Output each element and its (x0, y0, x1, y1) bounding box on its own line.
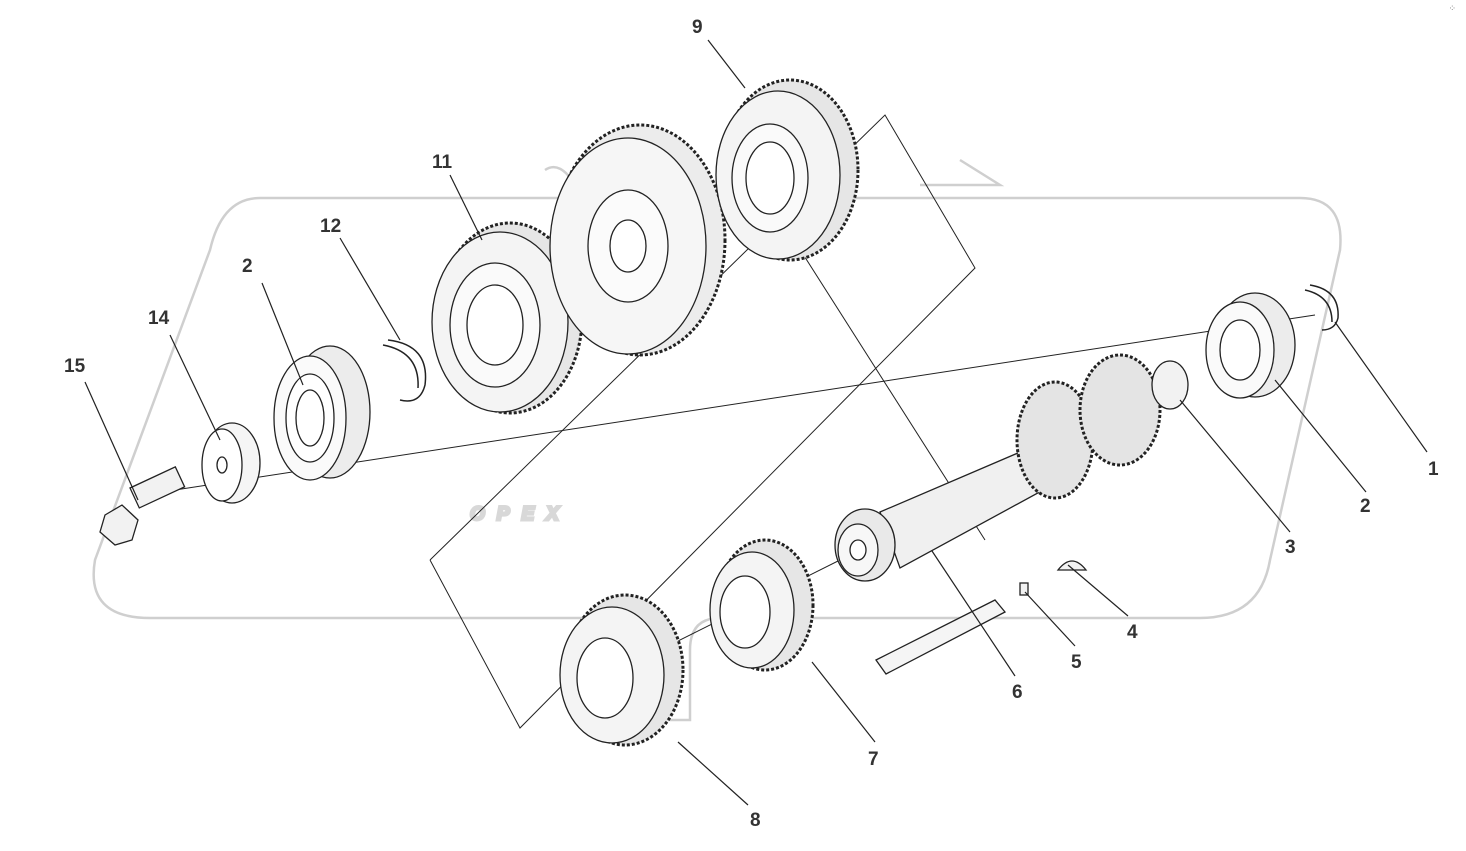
gear-part-7 (709, 538, 815, 672)
callout-14: 14 (148, 308, 170, 329)
key-part-4 (1056, 560, 1088, 571)
washer-part-14 (201, 422, 261, 504)
callout-4: 4 (1127, 622, 1138, 643)
corner-mark-icon: ⁘ (1448, 4, 1456, 14)
callout-labels: 1 2 3 4 5 6 7 8 9 11 12 2 14 15 (64, 17, 1439, 831)
callout-11: 11 (432, 152, 453, 173)
snap-ring-part-12 (382, 339, 427, 402)
callout-8: 8 (750, 810, 761, 831)
callout-7: 7 (868, 749, 879, 770)
gear-part-11 (431, 221, 584, 415)
leader-lines (84, 39, 1428, 806)
gear-part-8 (559, 593, 685, 747)
bearing-part-2-left (273, 345, 371, 481)
callout-15: 15 (64, 356, 86, 377)
circlip-part-1 (1304, 284, 1339, 331)
watermark-letters: OPEX (469, 503, 571, 527)
assembly-bracket (429, 114, 976, 729)
pin-part-5 (1019, 582, 1029, 596)
callout-2-left: 2 (242, 256, 253, 277)
callout-6: 6 (1012, 682, 1023, 703)
shaft-part-3 (834, 353, 1189, 582)
callout-9: 9 (692, 17, 703, 38)
bolt-part-15 (99, 466, 186, 546)
callout-2-right: 2 (1360, 496, 1371, 517)
watermark-text: OPEX (470, 504, 571, 525)
gear-part-9 (715, 78, 860, 262)
callout-3: 3 (1285, 537, 1296, 558)
gear-large-flat (549, 123, 727, 357)
callout-12: 12 (320, 216, 341, 237)
key-part-6 (875, 599, 1007, 675)
bearing-part-2-right (1205, 292, 1296, 399)
callout-5: 5 (1071, 652, 1082, 673)
callout-1: 1 (1428, 459, 1439, 480)
